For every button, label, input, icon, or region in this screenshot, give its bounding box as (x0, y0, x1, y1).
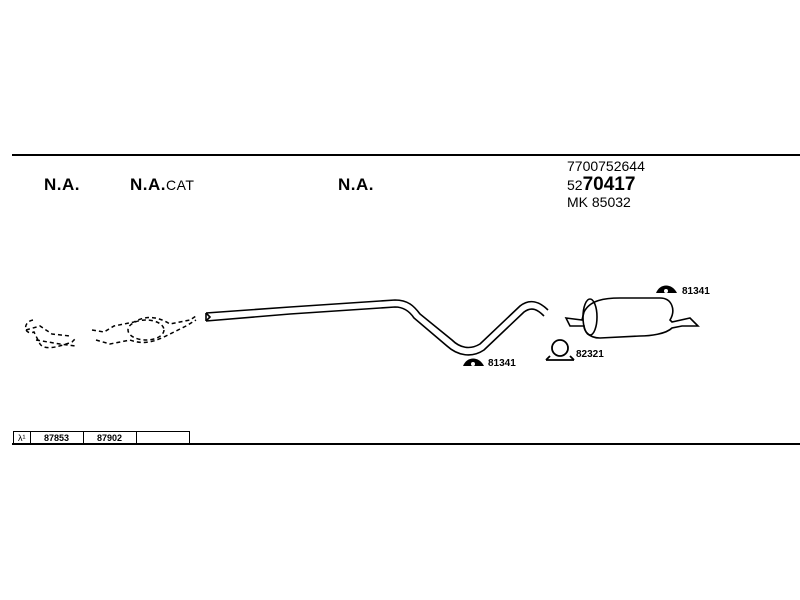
lambda-table: λ¹ 87853 87902 (13, 431, 190, 445)
callout-hanger-rear: 81341 (682, 286, 710, 297)
part-number-line3: MK 85032 (567, 194, 631, 210)
manifold-dashed (24, 319, 77, 349)
label-na-middle: N.A. (338, 175, 374, 194)
clamp-icon (545, 339, 575, 361)
lambda-cell-2: 87902 (82, 431, 137, 445)
label-na-cat-main: N.A. (130, 175, 166, 194)
part-number-prefix: 52 (567, 177, 583, 193)
catalytic-converter-dashed (91, 315, 197, 345)
bottom-rule (12, 443, 800, 445)
callout-hanger-mid: 81341 (488, 358, 516, 369)
part-number-line1: 7700752644 (567, 158, 645, 174)
front-pipe (205, 299, 549, 356)
label-na-front: N.A. (44, 175, 80, 194)
label-na-cat: N.A.CAT (130, 175, 194, 195)
label-cat-suffix: CAT (166, 177, 195, 193)
lambda-cell-3 (135, 431, 190, 445)
hanger-mid-icon (463, 358, 484, 366)
part-number-line2: 5270417 (567, 174, 635, 196)
hanger-rear-icon (656, 285, 677, 293)
lambda-symbol: λ¹ (13, 431, 31, 445)
top-rule (12, 154, 800, 156)
lambda-cell-1: 87853 (29, 431, 84, 445)
callout-clamp: 82321 (576, 349, 604, 360)
part-number-main: 70417 (582, 174, 636, 195)
rear-muffler (564, 297, 700, 339)
